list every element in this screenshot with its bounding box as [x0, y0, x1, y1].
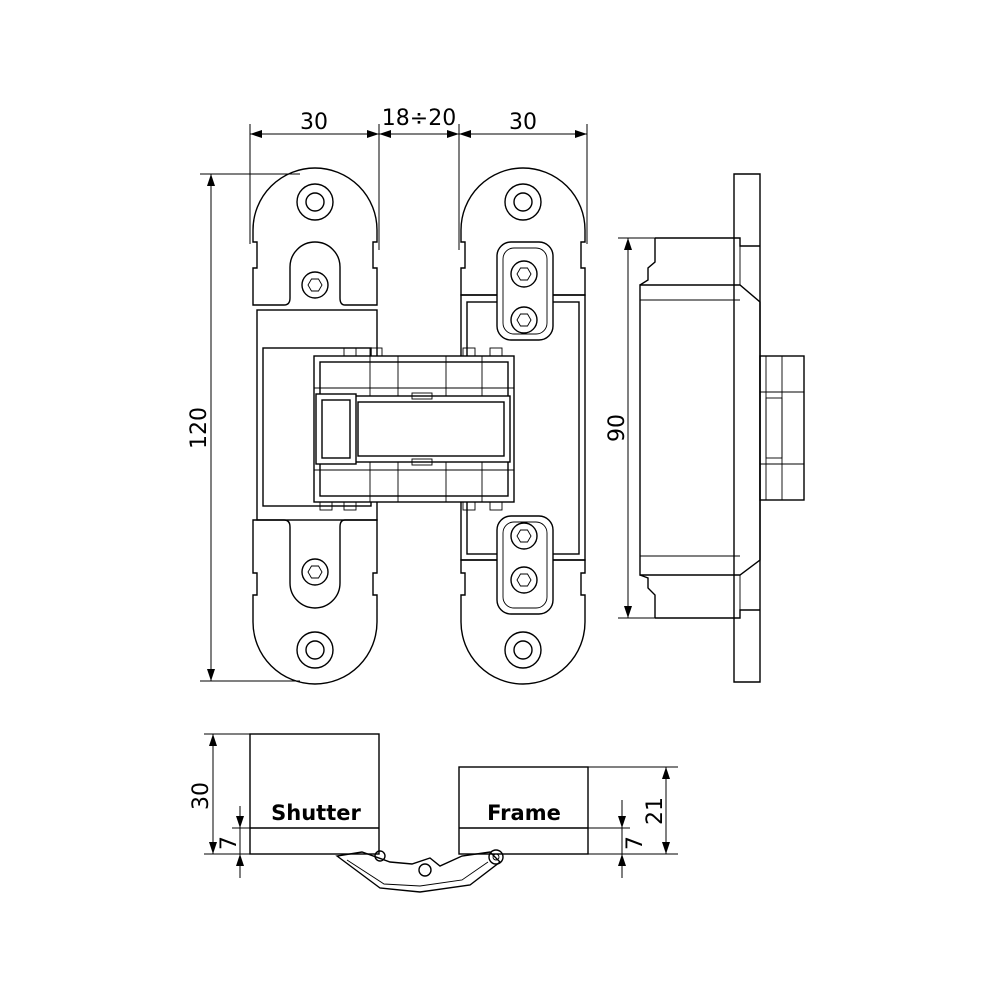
- hex-screw-icon: [301, 558, 329, 586]
- hinge-linkage: [335, 849, 504, 893]
- dim-right-width: 30: [509, 110, 537, 135]
- frame-block: [458, 766, 589, 855]
- dim-height: 120: [187, 407, 212, 449]
- right-leaf: [460, 167, 586, 685]
- side-dim-height: 90: [605, 414, 630, 442]
- side-view: 90: [605, 173, 805, 683]
- mounting-hole-icon: [296, 631, 334, 669]
- dim-shutter-inset: 7: [217, 836, 242, 850]
- hinge-mechanism: [313, 347, 515, 511]
- mounting-hole-icon: [504, 183, 542, 221]
- hex-screw-icon: [301, 271, 329, 299]
- mounting-hole-icon: [296, 183, 334, 221]
- dim-left-width: 30: [300, 110, 328, 135]
- front-view: 30 18÷20 30 120: [187, 106, 588, 685]
- dim-gap: 18÷20: [382, 106, 456, 131]
- dim-frame-inset: 7: [623, 836, 648, 850]
- shutter-block: [249, 733, 380, 855]
- frame-label: Frame: [487, 801, 561, 825]
- top-view: Shutter Frame 30 7 7: [189, 733, 678, 893]
- dim-frame-depth: 21: [643, 797, 668, 825]
- shutter-label: Shutter: [271, 801, 361, 825]
- front-dimensions: 30 18÷20 30 120: [187, 106, 588, 682]
- dim-shutter-depth: 30: [189, 782, 214, 810]
- mounting-hole-icon: [504, 631, 542, 669]
